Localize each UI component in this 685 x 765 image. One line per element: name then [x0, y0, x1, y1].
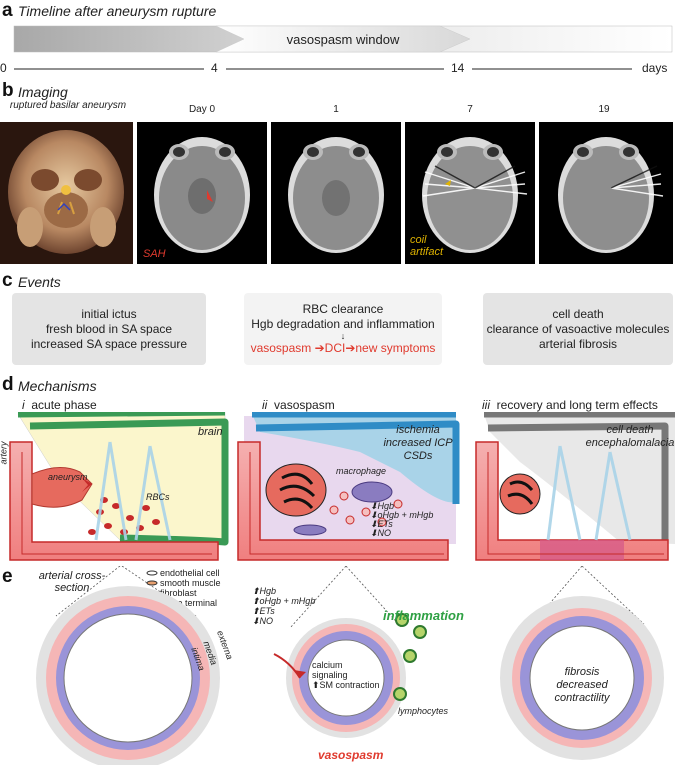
event-line: Hgb degradation and inflammation: [251, 317, 435, 331]
day-0-label: Day 0: [188, 104, 216, 115]
coil-artifact-label: coil artifact: [410, 234, 444, 258]
aneurysm-caption: ruptured basilar aneurysm: [9, 100, 127, 111]
vasospasm-chain: vasospasm ➔DCI➔new symptoms: [250, 341, 436, 355]
phase-2-cross-markers: ⬆Hgb ⬆oHgb + mHgb ⬆ETs ⬇NO: [252, 586, 316, 626]
ct-scan-day-0: [137, 122, 267, 264]
inflammation-label: inflammation: [383, 608, 464, 623]
event-line: fresh blood in SA space: [45, 321, 173, 336]
event-line: increased SA space pressure: [30, 336, 188, 351]
panel-letter-b: b: [2, 80, 14, 101]
panel-letter-a: a: [2, 0, 13, 21]
tick-4: 4: [211, 61, 218, 75]
day-19-label: 19: [598, 104, 610, 115]
legend-fibroblast: fibroblast: [160, 588, 197, 598]
macrophage-label: macrophage: [336, 466, 387, 476]
phase-3-title: iii recovery and long term effects: [482, 398, 658, 412]
event-box-acute: initial ictus fresh blood in SA space in…: [12, 293, 206, 365]
calcium-signaling-text: calcium signaling ⬆SM contraction: [312, 660, 380, 690]
event-box-late: cell death clearance of vasoactive molec…: [483, 293, 673, 365]
aneurysm-arrow-icon: [57, 202, 71, 211]
panel-letter-c: c: [2, 270, 13, 291]
vasospasm-window-chevron: [215, 25, 471, 53]
vasospasm-window-label: vasospasm window: [286, 32, 400, 47]
lymphocytes-label: lymphocytes: [398, 706, 449, 716]
cross-section-label: arterial cross-section: [38, 570, 106, 594]
cell-legend: endothelial cell smooth muscle fibroblas…: [160, 568, 221, 608]
event-line: cell death: [552, 306, 604, 321]
legend-smooth-muscle: smooth muscle: [160, 578, 221, 588]
mechanism-diagrams: [9, 412, 675, 561]
phase-1-title: i acute phase: [22, 398, 97, 412]
vasospasm-label: vasospasm: [318, 748, 384, 762]
events-title: Events: [18, 274, 61, 290]
tick-14: 14: [451, 61, 465, 75]
rbcs-label: RBCs: [146, 492, 170, 502]
sah-label: SAH: [143, 248, 166, 260]
brain-label: brain: [198, 426, 223, 438]
mechanisms-title: Mechanisms: [18, 378, 97, 394]
phase-2-markers: ⬇Hgb ⬇oHgb + mHgb ⬇ETs ⬇NO: [370, 501, 434, 538]
day-1-label: 1: [333, 104, 339, 115]
aneurysm-label: aneurysm: [48, 472, 88, 482]
event-line: RBC clearance: [302, 302, 384, 316]
fibrosis-text: fibrosis decreased contractility: [554, 666, 610, 704]
event-line: clearance of vasoactive molecules: [486, 321, 670, 336]
phase-2-region-labels: ischemia increased ICP CSDs: [383, 424, 453, 462]
phase-3-region-labels: cell death encephalomalacia: [585, 424, 675, 449]
cross-section-diagrams: [36, 566, 664, 765]
ct-scan-day-19: [539, 122, 673, 264]
down-arrow-icon: ↓: [340, 331, 346, 341]
skull-3d-image: [0, 122, 133, 264]
panel-letter-d: d: [2, 374, 14, 395]
event-box-vasospasm: RBC clearance Hgb degradation and inflam…: [244, 293, 442, 365]
legend-endothelial: endothelial cell: [160, 568, 220, 578]
ct-scan-day-1: [271, 122, 401, 264]
timeline-title: Timeline after aneurysm rupture: [18, 3, 217, 19]
event-line: arterial fibrosis: [538, 336, 618, 351]
event-line: initial ictus: [81, 306, 137, 321]
phase-2-title: ii vasospasm: [262, 398, 335, 412]
imaging-title: Imaging: [18, 84, 68, 100]
artery-label: artery: [0, 441, 9, 465]
ct-scan-day-7: [405, 122, 535, 264]
day-7-label: 7: [467, 104, 473, 115]
timeline-graphic: [13, 25, 673, 70]
legend-nerve-terminal: nerve terminal: [160, 598, 218, 608]
tick-0: 0: [0, 61, 7, 75]
days-unit: days: [642, 61, 668, 75]
panel-letter-e: e: [2, 566, 13, 587]
